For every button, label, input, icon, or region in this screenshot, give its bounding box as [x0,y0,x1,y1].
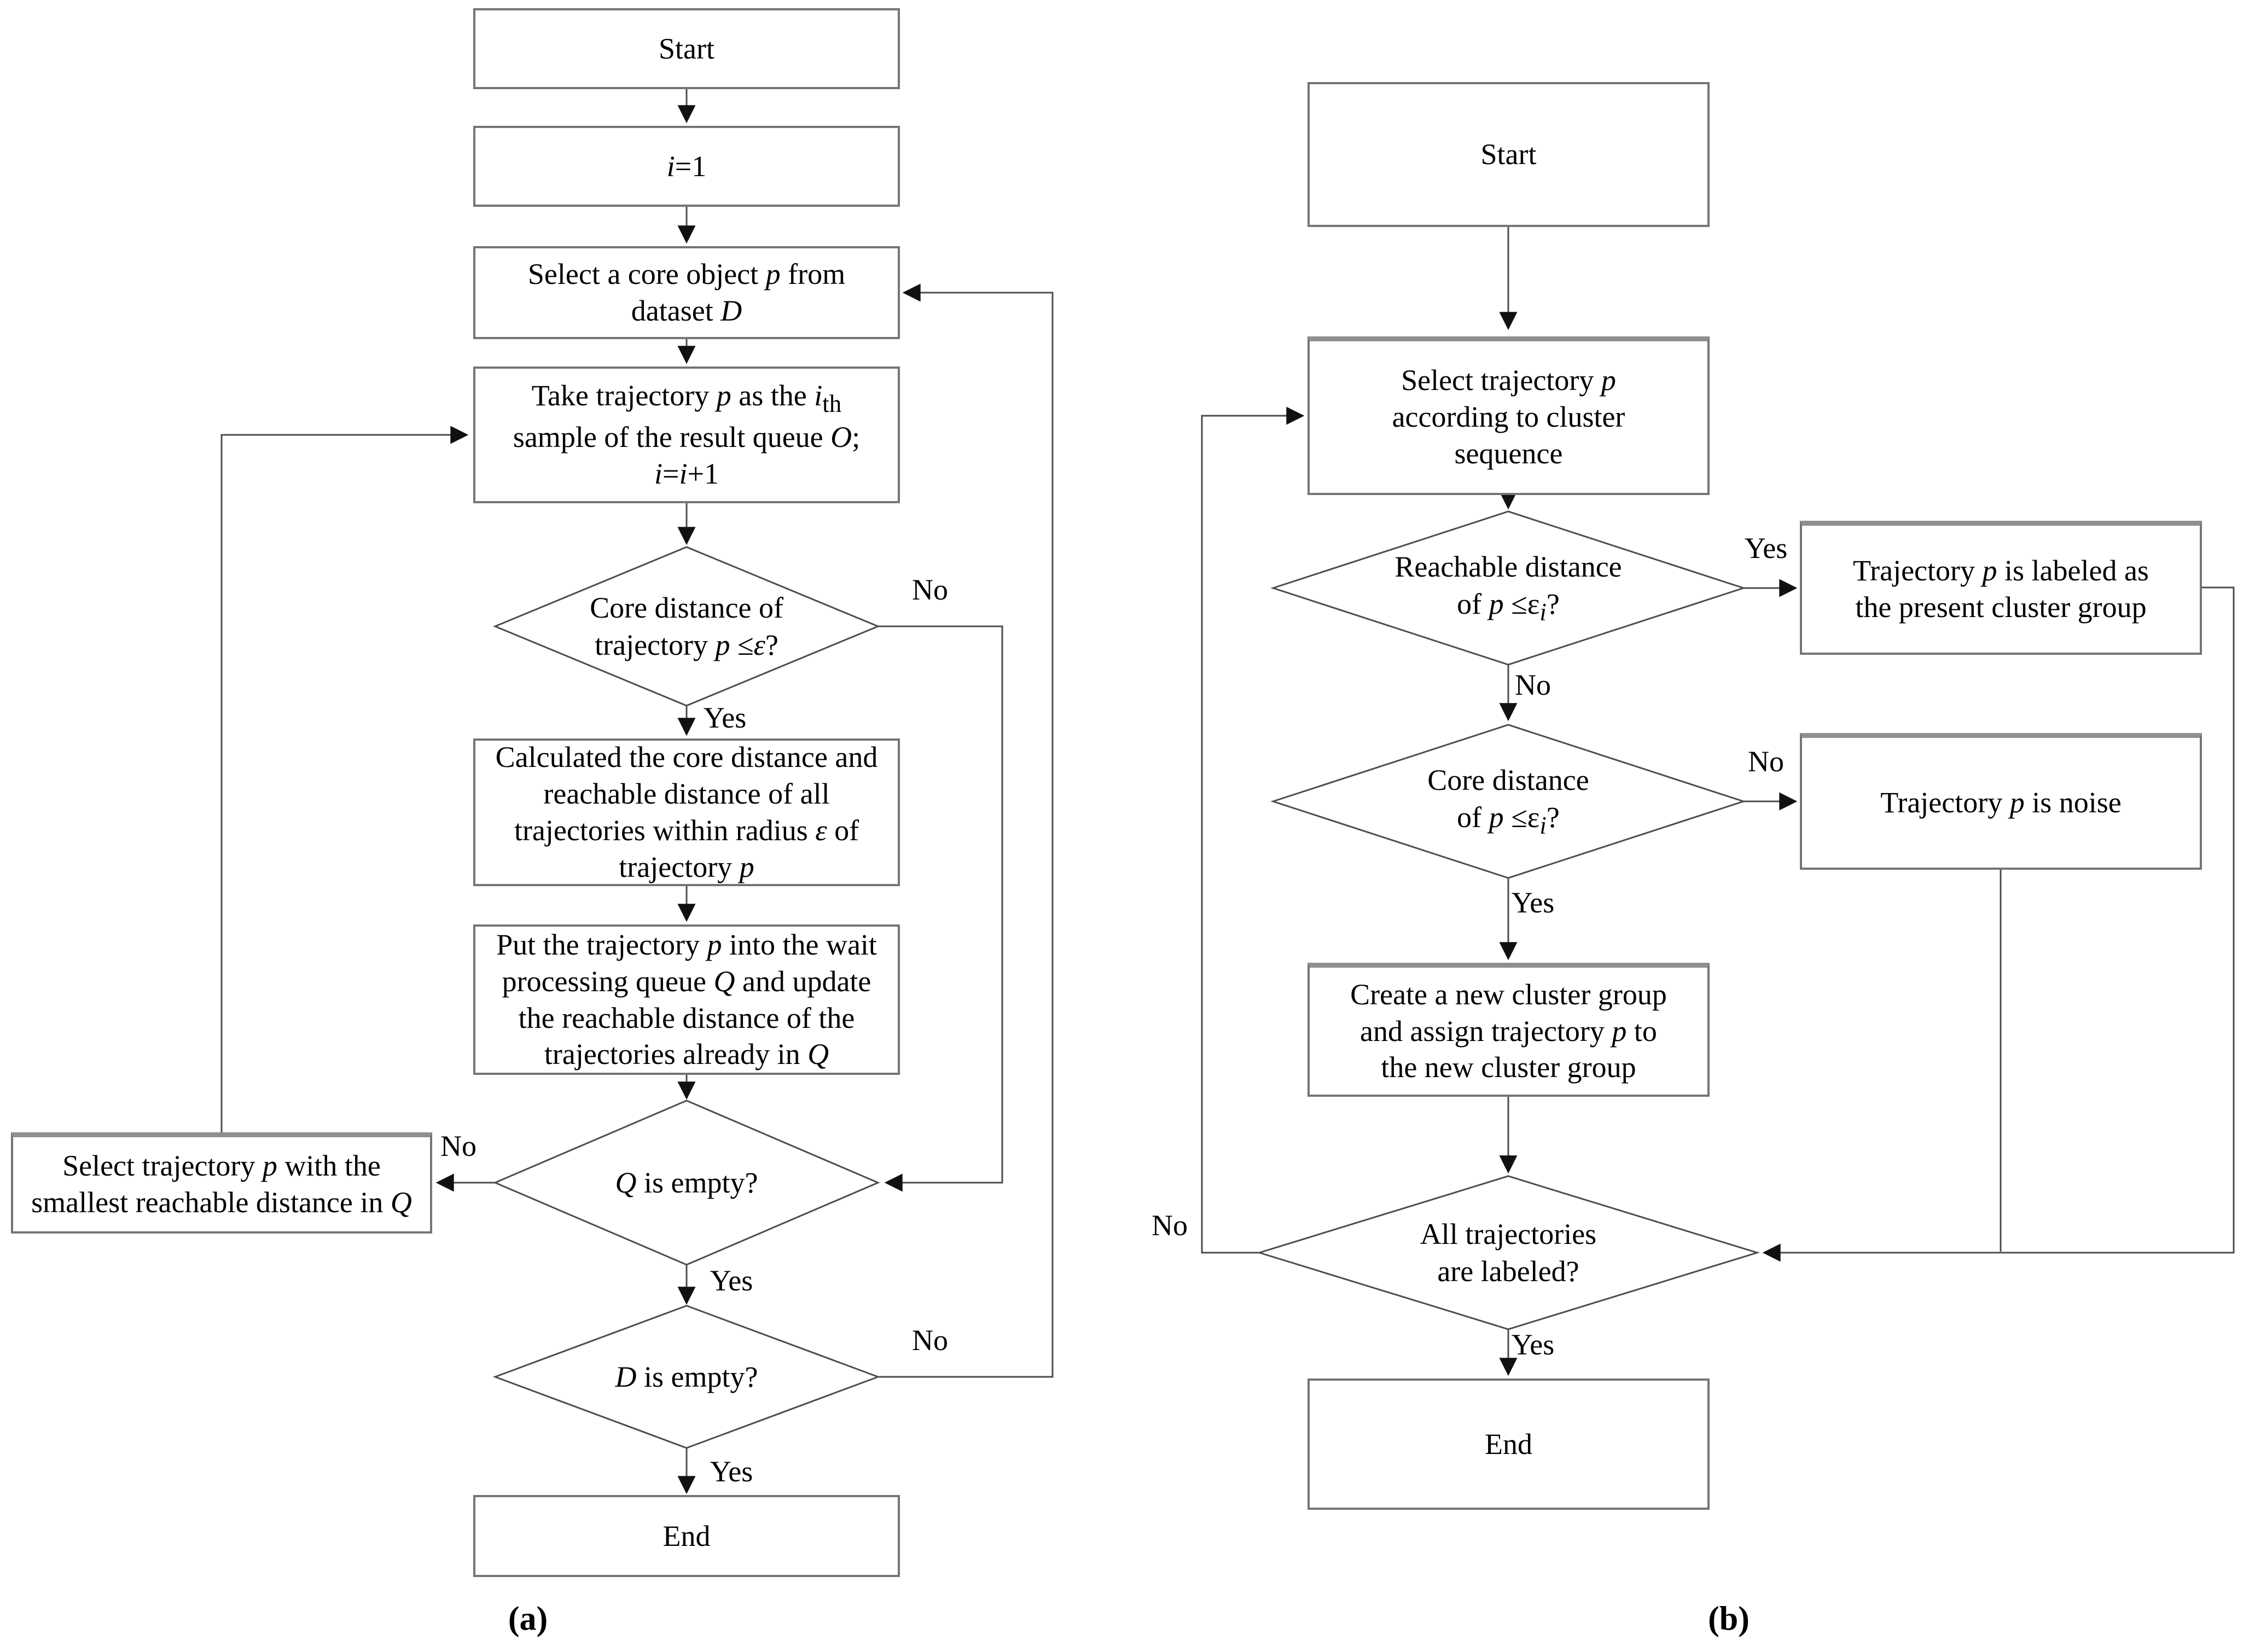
b-select-trajectory-box: Select trajectory p according to cluster… [1307,336,1710,495]
b-create-cluster-label: Create a new cluster group and assign tr… [1350,978,1667,1084]
b-edge-all-no-loop [1201,406,1305,1254]
b-all-labeled-label: All trajectories are labeled? [1420,1217,1597,1288]
a-calc-distances-label: Calculated the core distance and reachab… [495,741,878,883]
b-all-no-label: No [1152,1209,1188,1242]
a-init-label: i=1 [666,149,707,183]
caption-a: (a) [508,1600,548,1638]
b-core-yes-label: Yes [1511,886,1555,919]
b-reachable-distance-label: Reachable distance of p ≤εi? [1394,550,1622,626]
a-select-core-box: Select a core object p from dataset D [473,246,900,339]
a-start-label: Start [659,32,714,65]
a-q-no-label: No [440,1130,476,1162]
a-q-empty-label: Q is empty? [615,1166,758,1199]
a-end-label: End [663,1519,711,1552]
b-end-box: End [1307,1378,1710,1510]
a-q-empty-diamond [493,1100,880,1266]
a-core-yes-label: Yes [703,701,747,734]
a-edge-core-no-loop [878,625,1003,1192]
a-init-box: i=1 [473,126,900,207]
a-d-no-label: No [912,1324,948,1357]
a-core-distance-diamond [493,546,880,707]
a-edge-smallest-to-take-loop [220,426,469,1132]
b-start-box: Start [1307,82,1710,227]
b-create-cluster-box: Create a new cluster group and assign tr… [1307,963,1710,1097]
a-q-yes-label: Yes [710,1264,753,1297]
a-take-sample-label: Take trajectory p as the ith sample of t… [513,379,861,491]
a-start-box: Start [473,8,900,89]
b-labeled-cluster-box: Trajectory p is labeled as the present c… [1800,521,2202,655]
b-core-distance-diamond [1270,724,1746,879]
b-reachable-distance-diamond [1270,510,1746,666]
a-select-smallest-label: Select trajectory p with the smallest re… [31,1149,412,1219]
a-end-box: End [473,1495,900,1577]
b-start-label: Start [1480,138,1537,171]
b-end-label: End [1485,1427,1532,1461]
a-core-distance-label: Core distance of trajectory p ≤ε? [590,591,783,661]
b-noise-label: Trajectory p is noise [1880,786,2122,819]
b-edge-labeled-to-all-loop [1762,586,2235,1262]
a-d-empty-diamond [492,1305,881,1449]
a-select-smallest-box: Select trajectory p with the smallest re… [11,1132,432,1234]
b-all-yes-label: Yes [1511,1328,1555,1361]
b-all-labeled-diamond [1256,1175,1760,1330]
b-noise-box: Trajectory p is noise [1800,733,2202,870]
flowchart-a-connectors [220,89,1054,1494]
b-reach-no-label: No [1515,668,1551,701]
b-labeled-cluster-label: Trajectory p is labeled as the present c… [1853,554,2149,624]
flowchart-b-connectors [1201,227,2235,1376]
b-reach-yes-label: Yes [1744,532,1788,565]
b-core-distance-label: Core distance of p ≤εi? [1427,764,1589,840]
a-d-empty-label: D is empty? [615,1360,758,1393]
a-put-queue-box: Put the trajectory p into the wait proce… [473,924,900,1075]
a-d-yes-label: Yes [710,1455,753,1488]
b-select-trajectory-label: Select trajectory p according to cluster… [1392,364,1625,470]
a-select-core-label: Select a core object p from dataset D [527,258,846,327]
b-core-no-label: No [1748,745,1784,778]
caption-b: (b) [1708,1600,1750,1638]
a-core-no-label: No [912,573,948,606]
a-edge-d-no-loop [878,283,1054,1378]
a-calc-distances-box: Calculated the core distance and reachab… [473,738,900,886]
a-put-queue-label: Put the trajectory p into the wait proce… [496,928,877,1071]
a-take-sample-box: Take trajectory p as the ith sample of t… [473,367,900,503]
